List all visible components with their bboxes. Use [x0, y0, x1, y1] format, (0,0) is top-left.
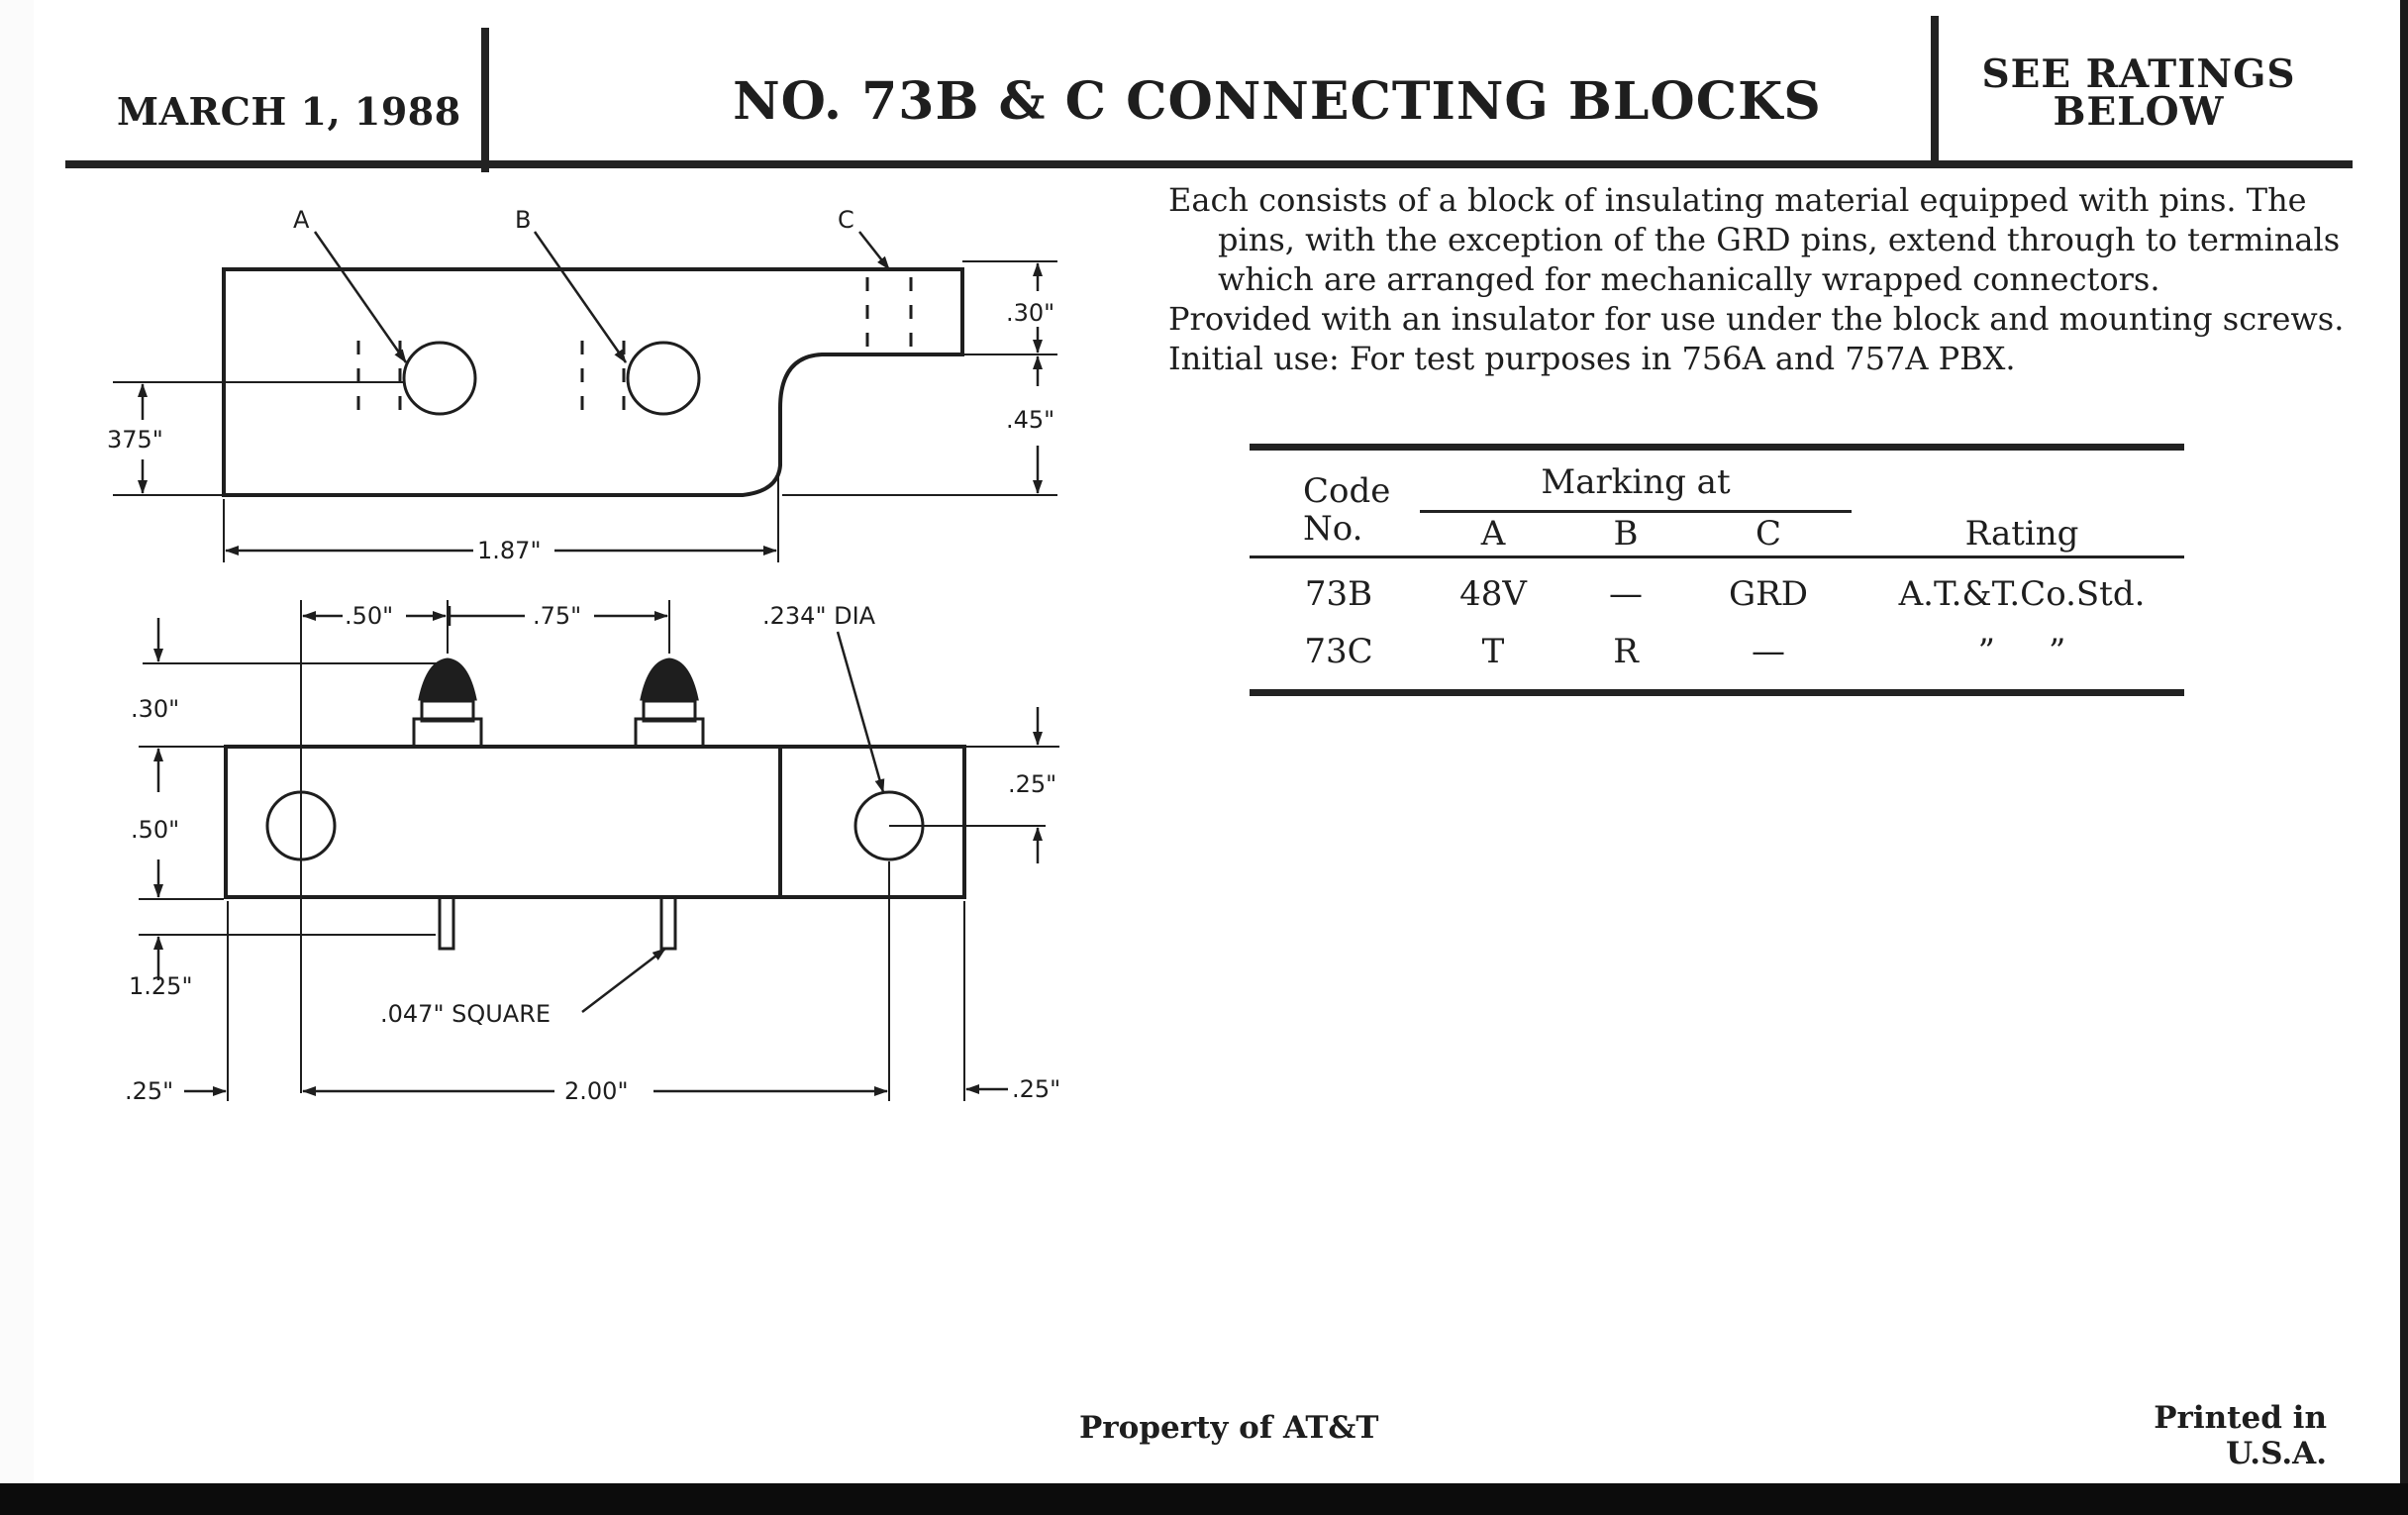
hidden-pin-lines	[356, 277, 913, 424]
dim-25-left: .25"	[125, 1077, 173, 1105]
dia-label: .234" DIA	[762, 602, 876, 630]
page-bottom-edge	[0, 1483, 2408, 1515]
c-cell: —	[1752, 632, 1785, 671]
code-cell: 73C	[1304, 632, 1373, 671]
page-left-margin	[0, 0, 34, 1485]
dim-25-right: .25"	[1008, 770, 1056, 798]
dim-125: 1.25"	[129, 972, 192, 1000]
label-b: B	[515, 206, 531, 234]
a-cell: 48V	[1459, 574, 1527, 614]
dim-50-left: .50"	[131, 816, 179, 844]
top-view-outline	[222, 267, 964, 497]
rating-cell: A.T.&T.Co.Std.	[1898, 574, 2146, 614]
header-rule	[65, 160, 2353, 168]
dim-75-h: .75"	[533, 602, 581, 630]
dim-30-left: .30"	[131, 695, 179, 723]
dim-30-top: .30"	[1006, 299, 1054, 327]
rating-note-line1: SEE RATINGS	[1981, 51, 2296, 97]
c-cell: GRD	[1728, 574, 1809, 614]
terminal-post-2	[634, 657, 705, 951]
a-cell: T	[1481, 632, 1505, 671]
print-notice: Printed in U.S.A.	[2154, 1400, 2327, 1471]
marking-header: Marking at	[1420, 462, 1852, 513]
mounting-hole-a	[402, 341, 477, 416]
rating-note-line2: BELOW	[2053, 89, 2225, 135]
b-cell: R	[1613, 632, 1639, 671]
table-row: 73B 48V — GRD A.T.&T.Co.Std.	[1250, 566, 2184, 624]
description-paragraph: Provided with an insulator for use under…	[1168, 300, 2345, 338]
rating-header: Rating	[1964, 514, 2079, 554]
marking-table: Code No. Marking at A B C Rating 73B 48V…	[1250, 444, 2184, 696]
issue-date: MARCH 1, 1988	[117, 89, 461, 134]
page-title: NO. 73B & C CONNECTING BLOCKS	[733, 71, 1822, 132]
terminal-post-1	[412, 657, 483, 951]
code-header-line1: Code	[1303, 471, 1391, 511]
dim-45: .45"	[1006, 406, 1054, 434]
mounting-hole-b	[626, 341, 701, 416]
col-c-header: C	[1755, 514, 1781, 554]
description-paragraph: Each consists of a block of insulating m…	[1168, 181, 2341, 298]
label-c: C	[838, 206, 854, 234]
square-label: .047" SQUARE	[380, 1000, 551, 1028]
col-a-header: A	[1480, 514, 1506, 554]
table-row: 73C T R — ” ”	[1250, 624, 2184, 681]
b-cell: —	[1609, 574, 1643, 614]
label-a: A	[293, 206, 310, 234]
dim-50-h: .50"	[345, 602, 393, 630]
dim-375: 375"	[107, 426, 163, 454]
front-view-body	[224, 745, 966, 899]
dim-200: 2.00"	[564, 1077, 628, 1105]
rating-cell: ” ”	[1977, 632, 2066, 671]
dim-187: 1.87"	[477, 537, 541, 564]
description: Each consists of a block of insulating m…	[1168, 180, 2376, 378]
property-notice: Property of AT&T	[1079, 1410, 1379, 1446]
table-header: Code No. Marking at A B C Rating	[1250, 451, 2184, 558]
description-paragraph: Initial use: For test purposes in 756A a…	[1168, 340, 2016, 377]
code-header: Code No.	[1303, 472, 1390, 548]
code-header-line2: No.	[1303, 509, 1363, 549]
header-separator-right	[1931, 16, 1939, 162]
header-separator-left	[481, 28, 489, 172]
page-right-edge	[2400, 0, 2408, 1515]
dim-25-bottom: .25"	[1012, 1075, 1060, 1103]
code-cell: 73B	[1304, 574, 1373, 614]
col-b-header: B	[1613, 514, 1639, 554]
rating-note: SEE RATINGS BELOW	[1960, 51, 2317, 135]
